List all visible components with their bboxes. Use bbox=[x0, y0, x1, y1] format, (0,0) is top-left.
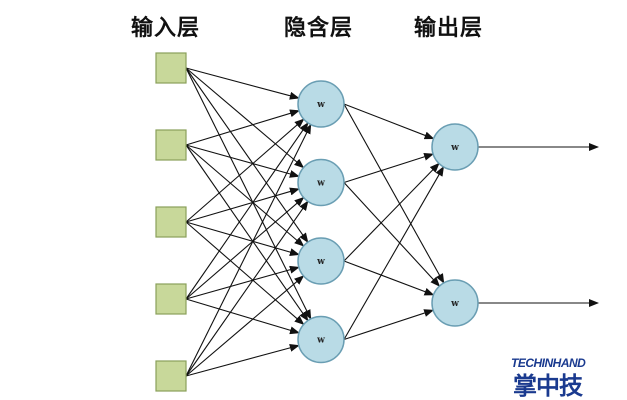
output-node-1-label: w bbox=[450, 143, 459, 153]
edge-input-1-hidden-1 bbox=[185, 67, 300, 100]
hidden-node-1-label: w bbox=[316, 100, 325, 110]
hidden-node-2-label: w bbox=[316, 179, 325, 189]
edge-hidden-2-output-1 bbox=[343, 152, 435, 184]
hidden-node-4 bbox=[297, 315, 345, 364]
edge-hidden-4-output-2 bbox=[343, 309, 435, 341]
hidden-node-3-label: w bbox=[316, 257, 325, 267]
edge-input-5-hidden-2 bbox=[185, 200, 309, 377]
output-node-2-label: w bbox=[450, 299, 459, 309]
edge-input-1-hidden-4 bbox=[185, 67, 312, 320]
logo-wordmark: TECHINHAND bbox=[511, 356, 586, 370]
edge-input-5-hidden-1 bbox=[185, 123, 312, 377]
edge-input-2-hidden-1 bbox=[185, 109, 300, 146]
edge-hidden-3-output-2 bbox=[343, 260, 435, 296]
techinhand-logo: TECHINHAND 掌中技 bbox=[511, 356, 615, 400]
output-arrows bbox=[478, 143, 599, 307]
edge-hidden-3-output-1 bbox=[343, 162, 440, 262]
hidden-node-4-label: w bbox=[316, 336, 325, 346]
edge-input-1-hidden-2 bbox=[185, 67, 305, 169]
edge-input-3-hidden-3 bbox=[185, 221, 300, 256]
edge-input-3-hidden-4 bbox=[185, 221, 305, 326]
hidden-layer-title: 隐含层 bbox=[284, 16, 354, 41]
input-node-4 bbox=[155, 283, 187, 315]
output-node-2 bbox=[431, 279, 479, 327]
input-node-3 bbox=[155, 206, 187, 238]
edge-hidden-4-output-1 bbox=[343, 166, 445, 340]
edge-input-5-hidden-4 bbox=[185, 343, 300, 377]
nodes: w w w w w w bbox=[155, 52, 479, 392]
edge-input-2-hidden-4 bbox=[185, 144, 309, 322]
hidden-node-1 bbox=[297, 80, 345, 128]
output-node-1 bbox=[431, 123, 479, 171]
hidden-node-3 bbox=[297, 237, 345, 285]
edge-input-3-hidden-2 bbox=[185, 187, 300, 223]
edge-input-4-hidden-1 bbox=[185, 122, 309, 300]
edge-hidden-1-output-1 bbox=[343, 103, 435, 140]
input-node-5 bbox=[155, 360, 187, 392]
output-layer-title: 输出层 bbox=[414, 16, 484, 41]
input-node-1 bbox=[155, 52, 187, 84]
edge-input-4-hidden-2 bbox=[185, 196, 305, 300]
edge-input-5-hidden-3 bbox=[185, 275, 305, 377]
edge-input-2-hidden-3 bbox=[185, 144, 305, 247]
edge-input-4-hidden-4 bbox=[185, 298, 300, 335]
edge-input-4-hidden-3 bbox=[185, 265, 300, 300]
logo-chinese: 掌中技 bbox=[513, 372, 583, 400]
edge-hidden-2-output-2 bbox=[343, 182, 441, 287]
edge-input-1-hidden-3 bbox=[185, 67, 309, 243]
edge-hidden-1-output-2 bbox=[343, 103, 445, 284]
connections bbox=[185, 67, 445, 377]
input-node-2 bbox=[155, 129, 187, 161]
edge-input-2-hidden-2 bbox=[185, 144, 300, 178]
input-layer-title: 输入层 bbox=[131, 16, 201, 41]
edge-input-3-hidden-1 bbox=[185, 118, 305, 223]
hidden-node-2 bbox=[297, 158, 345, 207]
